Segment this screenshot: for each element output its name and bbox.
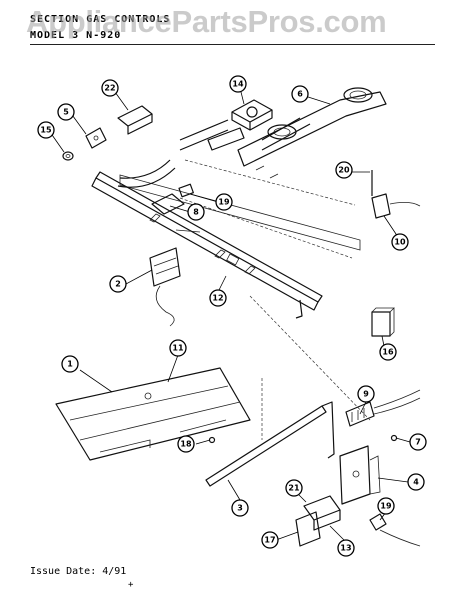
- igniter-module: [371, 193, 421, 219]
- burner-valve: [231, 99, 273, 131]
- callout-9: 9: [357, 385, 375, 403]
- heat-shield: [55, 367, 251, 461]
- callout-15: 15: [37, 121, 55, 139]
- callout-11: 11: [169, 339, 187, 357]
- callout-1: 1: [61, 355, 79, 373]
- callout-19-upper: 19: [215, 193, 233, 211]
- callout-20: 20: [335, 161, 353, 179]
- callout-13: 13: [337, 539, 355, 557]
- svg-text:10: 10: [394, 238, 406, 247]
- callout-17: 17: [261, 531, 279, 549]
- relay-block: [371, 307, 395, 337]
- svg-text:14: 14: [232, 80, 244, 89]
- model-value: 3 N-920: [72, 30, 122, 41]
- svg-text:11: 11: [172, 344, 184, 353]
- svg-text:7: 7: [415, 438, 421, 447]
- svg-text:8: 8: [193, 208, 199, 217]
- callout-4: 4: [407, 473, 425, 491]
- callout-5: 5: [57, 103, 75, 121]
- svg-text:6: 6: [297, 90, 303, 99]
- svg-text:20: 20: [338, 166, 350, 175]
- svg-text:22: 22: [104, 84, 115, 93]
- svg-text:1: 1: [67, 360, 73, 369]
- svg-text:13: 13: [340, 544, 351, 553]
- clip-bracket: [85, 127, 107, 149]
- callout-10: 10: [391, 233, 409, 251]
- burner-support-bracket: [119, 159, 361, 259]
- pointer-line: [175, 229, 201, 233]
- section-header: SECTION GAS CONTROLS: [30, 14, 170, 25]
- callout-3: 3: [231, 499, 249, 517]
- callout-7: 7: [409, 433, 427, 451]
- gas-supply-pipe: [179, 119, 229, 151]
- header-rule: [30, 44, 435, 45]
- valve-bracket: [339, 445, 381, 505]
- manifold-pipe: [91, 171, 323, 319]
- callout-6: 6: [291, 85, 309, 103]
- lower-valve: [303, 495, 341, 531]
- model-label: MODEL: [30, 30, 66, 41]
- svg-text:21: 21: [288, 484, 300, 493]
- svg-text:9: 9: [363, 390, 369, 399]
- orifice-cap: [62, 151, 74, 161]
- footer-mark: +: [128, 580, 134, 590]
- model-header: MODEL 3 N-920: [30, 30, 121, 41]
- callout-16: 16: [379, 343, 397, 361]
- callout-2: 2: [109, 275, 127, 293]
- svg-text:5: 5: [63, 108, 69, 117]
- svg-text:12: 12: [212, 294, 223, 303]
- lower-mounting-bracket: [295, 511, 321, 547]
- svg-text:3: 3: [237, 504, 243, 513]
- svg-text:18: 18: [180, 440, 192, 449]
- section-value: GAS CONTROLS: [86, 14, 171, 25]
- callout-22: 22: [101, 79, 119, 97]
- callout-14: 14: [229, 75, 247, 93]
- middle-valve-assembly: [151, 183, 194, 215]
- watermark: AppliancePartsPros.com: [26, 4, 387, 39]
- svg-text:15: 15: [40, 126, 52, 135]
- callout-19-lower: 19: [377, 497, 395, 515]
- gas-line-bend: [117, 159, 176, 188]
- lower-fitting: [369, 513, 421, 547]
- section-label: SECTION: [30, 14, 80, 25]
- orifice-holder: [117, 105, 153, 135]
- terminal-block: [345, 389, 421, 427]
- burner-assembly: [207, 87, 387, 179]
- svg-text:4: 4: [413, 478, 419, 487]
- callout-8: 8: [187, 203, 205, 221]
- svg-text:19: 19: [218, 198, 230, 207]
- assembly-guide-line: [249, 295, 371, 421]
- callout-21: 21: [285, 479, 303, 497]
- svg-text:17: 17: [264, 536, 275, 545]
- lower-control-rod: [205, 378, 335, 487]
- screws: [208, 434, 398, 444]
- svg-text:19: 19: [380, 502, 392, 511]
- svg-text:2: 2: [115, 280, 121, 289]
- issue-date: Issue Date: 4/91: [30, 566, 127, 577]
- callout-12: 12: [209, 289, 227, 307]
- ignition-switch: [149, 247, 181, 327]
- svg-text:16: 16: [382, 348, 394, 357]
- callout-18: 18: [177, 435, 195, 453]
